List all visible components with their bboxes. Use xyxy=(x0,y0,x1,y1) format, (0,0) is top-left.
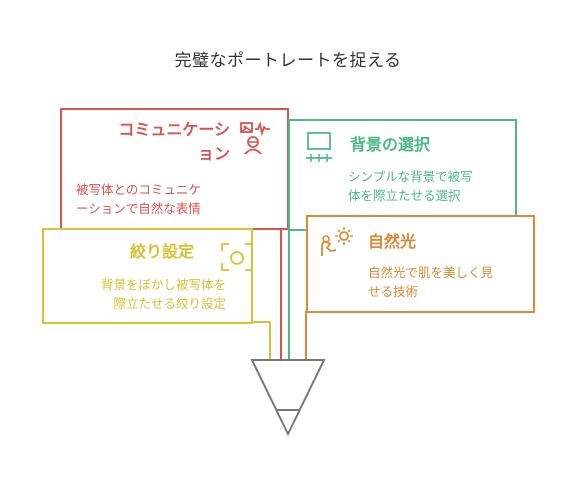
person-icon xyxy=(238,120,274,160)
aperture-description: 背景をぼかし被写体を 際立たせる絞り設定 xyxy=(100,277,226,311)
light-description: 自然光で肌を美しく見 せる技術 xyxy=(368,265,494,299)
aperture-connector xyxy=(252,321,271,360)
light-title: 自然光 xyxy=(368,232,417,251)
light-card: 自然光 自然光で肌を美しく見 せる技術 xyxy=(306,215,535,313)
monitor-icon xyxy=(304,130,334,168)
communication-description: 被写体とのコミュニケ ーションで自然な表情 xyxy=(76,182,201,216)
funnel-shape xyxy=(250,359,326,437)
sun-icon xyxy=(318,226,356,264)
diagram-title: 完璧なポートレートを捉える xyxy=(174,51,402,71)
aperture-title: 絞り設定 xyxy=(130,242,195,261)
communication-card: コミュニケーシ ョン 被写体とのコミュニケ ーションで自然な表情 xyxy=(60,108,289,230)
background-title: 背景の選択 xyxy=(350,135,431,154)
light-connector xyxy=(305,311,325,360)
background-card: 背景の選択 シンプルな背景で被写 体を際立たせる選択 xyxy=(288,119,517,231)
aperture-card: 絞り設定 背景をぼかし被写体を 際立たせる絞り設定 xyxy=(42,228,253,324)
focus-icon xyxy=(220,242,254,276)
communication-title: コミュニケーシ ョン xyxy=(118,120,230,163)
background-description: シンプルな背景で被写 体を際立たせる選択 xyxy=(348,169,473,203)
